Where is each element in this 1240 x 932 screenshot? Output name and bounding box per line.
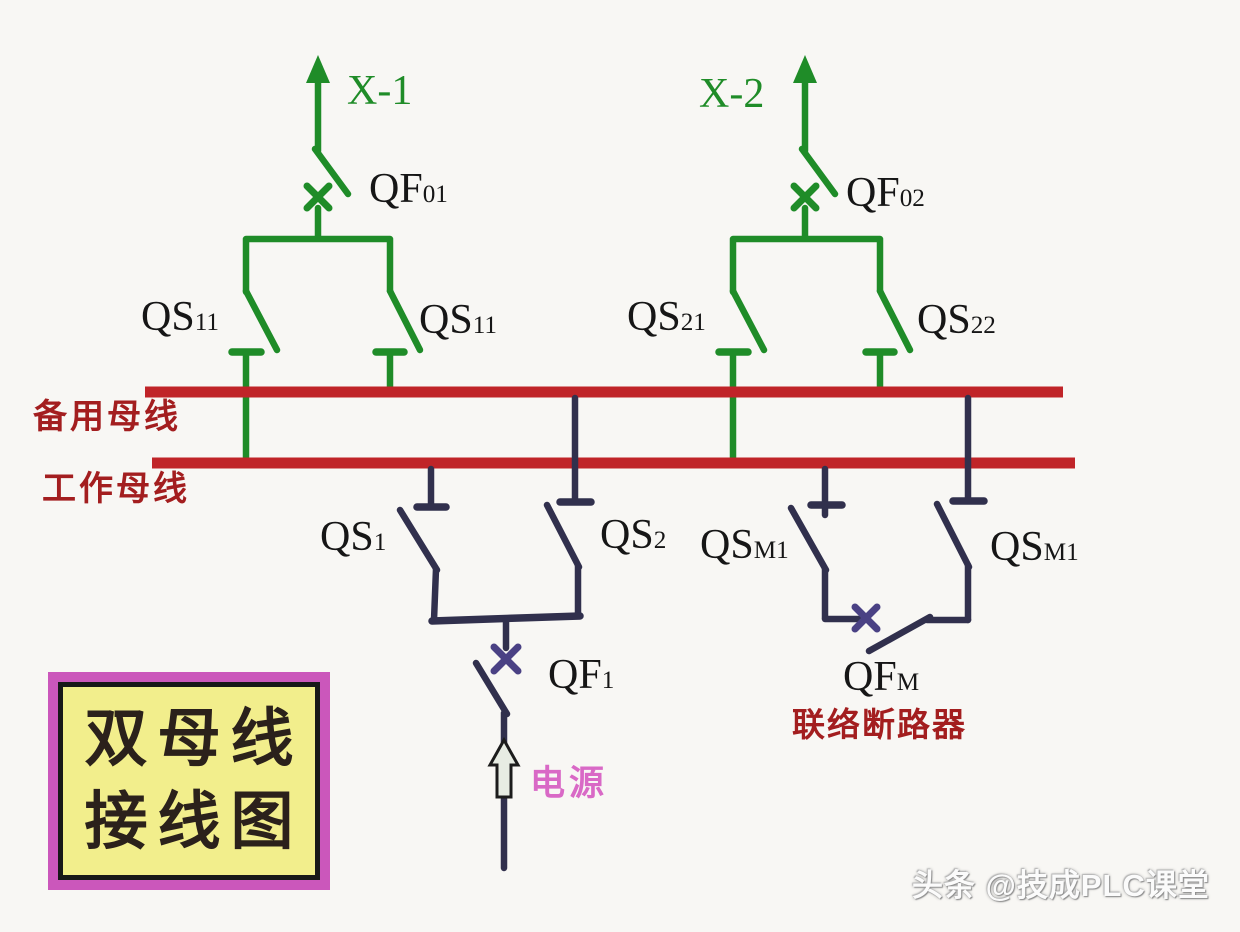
qs11-right-blade bbox=[386, 287, 424, 354]
feeder-x2-branch-frame bbox=[729, 235, 884, 296]
tie-breaker-circuit bbox=[787, 394, 988, 655]
qsm1-right-blade bbox=[933, 500, 973, 571]
qfm-breaker-cross-icon bbox=[851, 603, 881, 633]
title-line-1: 双母线 bbox=[84, 703, 304, 774]
label-qs21: QS21 bbox=[627, 294, 706, 340]
label-qs1: QS1 bbox=[320, 514, 387, 560]
qs22-blade bbox=[876, 287, 914, 354]
qf1-blade bbox=[472, 659, 511, 718]
feeder-x1-circuit bbox=[228, 55, 424, 465]
qf02-breaker-cross-icon bbox=[790, 182, 820, 212]
label-qf02: QF02 bbox=[846, 170, 925, 216]
qf01-breaker-cross-icon bbox=[303, 182, 333, 212]
feeder-x1-branch-frame bbox=[242, 235, 394, 296]
qfm-blade bbox=[865, 613, 934, 655]
label-qfm: QFM bbox=[843, 654, 920, 700]
title-box: 双母线 接线图 bbox=[48, 672, 330, 890]
feeder-x2-circuit bbox=[715, 55, 914, 465]
qf02-blade bbox=[798, 145, 839, 198]
label-qs11-left: QS11 bbox=[141, 294, 219, 340]
feeder-x2-up-arrow-icon bbox=[793, 55, 817, 83]
label-qs11-right: QS11 bbox=[419, 297, 497, 343]
qf01-blade bbox=[311, 145, 352, 198]
qs1-lower-line bbox=[430, 565, 440, 624]
label-qs22: QS22 bbox=[917, 297, 996, 343]
label-tie-breaker-caption: 联络断路器 bbox=[792, 706, 967, 743]
label-qf1: QF1 bbox=[548, 652, 615, 698]
label-qsm1-right: QSM1 bbox=[990, 524, 1079, 570]
qs1-blade bbox=[396, 506, 441, 574]
qf1-breaker-cross-icon bbox=[490, 643, 522, 675]
feeder-x1-up-arrow-icon bbox=[306, 55, 330, 83]
qs21-blade bbox=[729, 287, 768, 354]
label-standby-busbar: 备用母线 bbox=[33, 398, 181, 436]
qs11-left-blade bbox=[242, 287, 281, 354]
qsm1-left-blade bbox=[787, 504, 830, 574]
title-box-inner: 双母线 接线图 bbox=[58, 682, 320, 880]
label-feeder-x2: X-2 bbox=[699, 71, 765, 117]
qs2-blade bbox=[543, 501, 583, 571]
watermark: 头条 @技成PLC课堂 bbox=[912, 868, 1210, 903]
label-working-busbar: 工作母线 bbox=[42, 470, 190, 508]
source-branch-circuit bbox=[396, 394, 595, 872]
label-qsm1-left: QSM1 bbox=[700, 522, 789, 568]
label-power-source: 电源 bbox=[530, 764, 609, 803]
label-qs2: QS2 bbox=[600, 512, 667, 558]
label-qf01: QF01 bbox=[369, 166, 448, 212]
title-line-2: 接线图 bbox=[84, 787, 304, 857]
power-up-arrow-icon bbox=[487, 736, 521, 799]
label-feeder-x1: X-1 bbox=[347, 68, 413, 114]
